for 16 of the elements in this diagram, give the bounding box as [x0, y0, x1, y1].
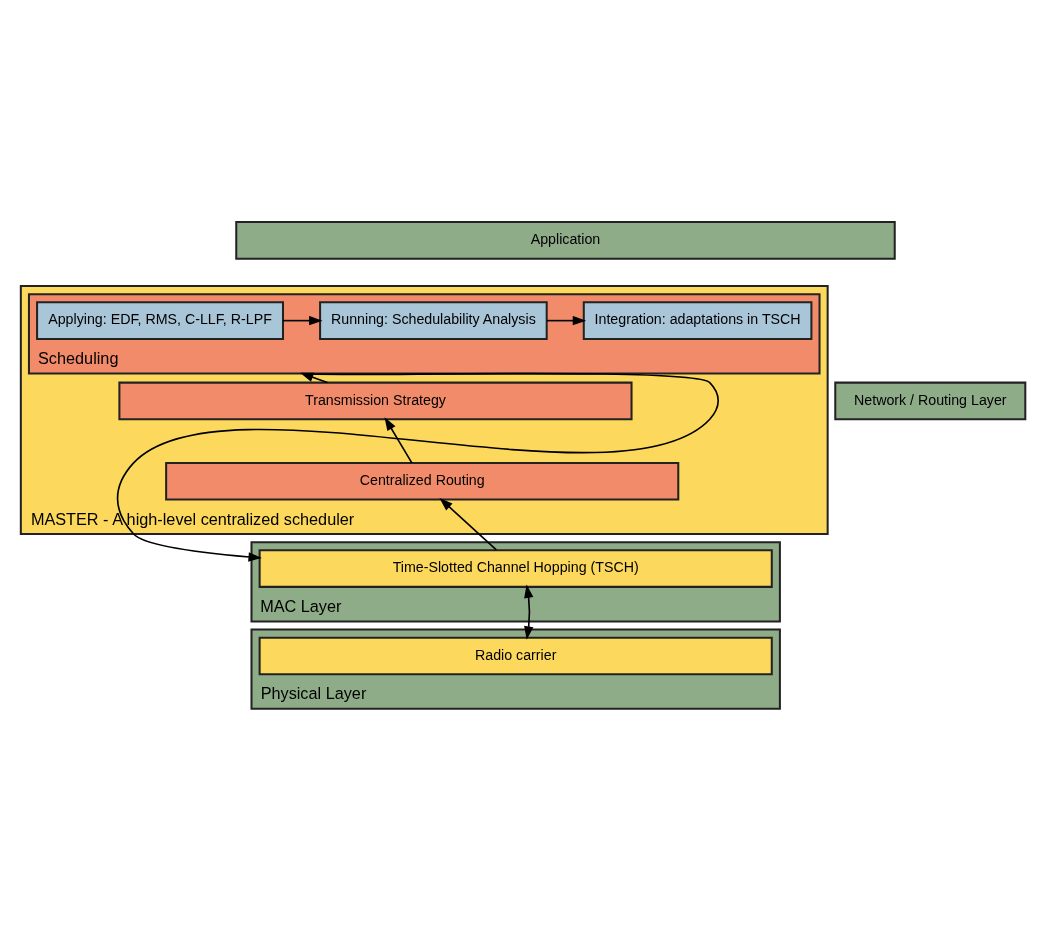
- node-box: Radio carrier: [258, 636, 773, 676]
- node-box: Centralized Routing: [165, 461, 680, 501]
- arrow: [299, 372, 329, 384]
- node-box: Integration: adaptations in TSCH: [582, 301, 813, 340]
- node-box: Running: Schedulability Analysis: [319, 301, 548, 340]
- node-box: Transmission Strategy: [118, 381, 633, 421]
- arrow: [546, 315, 587, 326]
- node-box: Application: [235, 221, 896, 260]
- node-box: Network / Routing Layer: [834, 381, 1027, 421]
- node-box: Time-Slotted Channel Hopping (TSCH): [258, 549, 773, 588]
- arrow: [384, 417, 413, 464]
- arrow: [282, 315, 323, 326]
- node-box: Applying: EDF, RMS, C-LLF, R-LPF: [36, 301, 284, 340]
- arrow: [524, 584, 534, 640]
- arrow: [439, 497, 498, 551]
- arrow: [116, 372, 719, 562]
